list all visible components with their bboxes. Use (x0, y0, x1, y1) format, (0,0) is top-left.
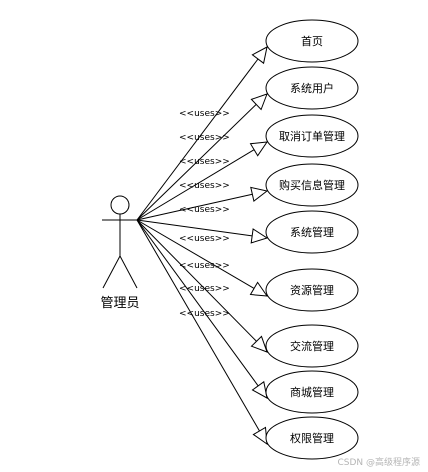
use-case-ellipse (265, 114, 359, 158)
arrowhead-icon (250, 228, 269, 244)
association-line (136, 219, 253, 237)
use-case-label: 资源管理 (290, 283, 334, 297)
watermark: CSDN @高级程序源 (337, 456, 420, 468)
arrowhead-icon (251, 380, 268, 399)
actor-left-leg (102, 255, 121, 289)
arrowhead-icon (252, 426, 268, 446)
association-line (136, 219, 255, 289)
uses-label: <<uses>> (179, 261, 230, 271)
arrowhead-icon (249, 141, 269, 157)
use-case-ellipse (265, 370, 359, 414)
uses-label: <<uses>> (179, 157, 230, 167)
use-case-label: 权限管理 (290, 431, 334, 445)
arrowhead-icon (250, 186, 269, 202)
use-case-ellipse (265, 324, 359, 368)
actor-name: 管理员 (100, 296, 139, 311)
relationship-labels: <<uses>> <<uses>> <<uses>> <<uses>> <<uses>>… (179, 109, 230, 319)
use-case-label: 系统用户 (290, 81, 334, 95)
relationship-edges (136, 46, 269, 446)
use-case-label: 商城管理 (290, 385, 334, 399)
uses-label: <<uses>> (179, 309, 230, 319)
association-line (136, 219, 260, 432)
use-case-ellipse (265, 210, 359, 254)
uses-label: <<uses>> (179, 205, 230, 215)
association-line (136, 219, 257, 342)
actor-head (110, 195, 130, 215)
use-case-ellipse (265, 416, 359, 460)
use-case-label: 取消订单管理 (279, 129, 345, 143)
association-line (136, 149, 255, 221)
arrowhead-icon (249, 281, 269, 297)
use-case-label: 首页 (301, 34, 323, 48)
uses-label: <<uses>> (179, 181, 230, 191)
use-case-label: 交流管理 (290, 339, 334, 353)
arrowhead-icon (251, 46, 268, 65)
use-case-ellipse (265, 268, 359, 312)
uses-label: <<uses>> (179, 133, 230, 143)
use-case-label: 购买信息管理 (279, 178, 345, 192)
actor-right-leg (119, 255, 138, 289)
arrowhead-icon (250, 335, 268, 353)
use-case-label: 系统管理 (290, 225, 334, 239)
use-case-ellipse (265, 19, 359, 63)
use-case-ellipse (265, 163, 359, 207)
uses-label: <<uses>> (179, 109, 230, 119)
arrowhead-icon (250, 93, 268, 111)
association-line (136, 104, 257, 221)
actor-figure (102, 195, 138, 289)
association-line (136, 219, 259, 387)
use-case-ellipse (265, 66, 359, 110)
uses-label: <<uses>> (179, 234, 230, 244)
association-line (136, 58, 259, 221)
uses-label: <<uses>> (179, 284, 230, 294)
association-line (136, 193, 253, 221)
